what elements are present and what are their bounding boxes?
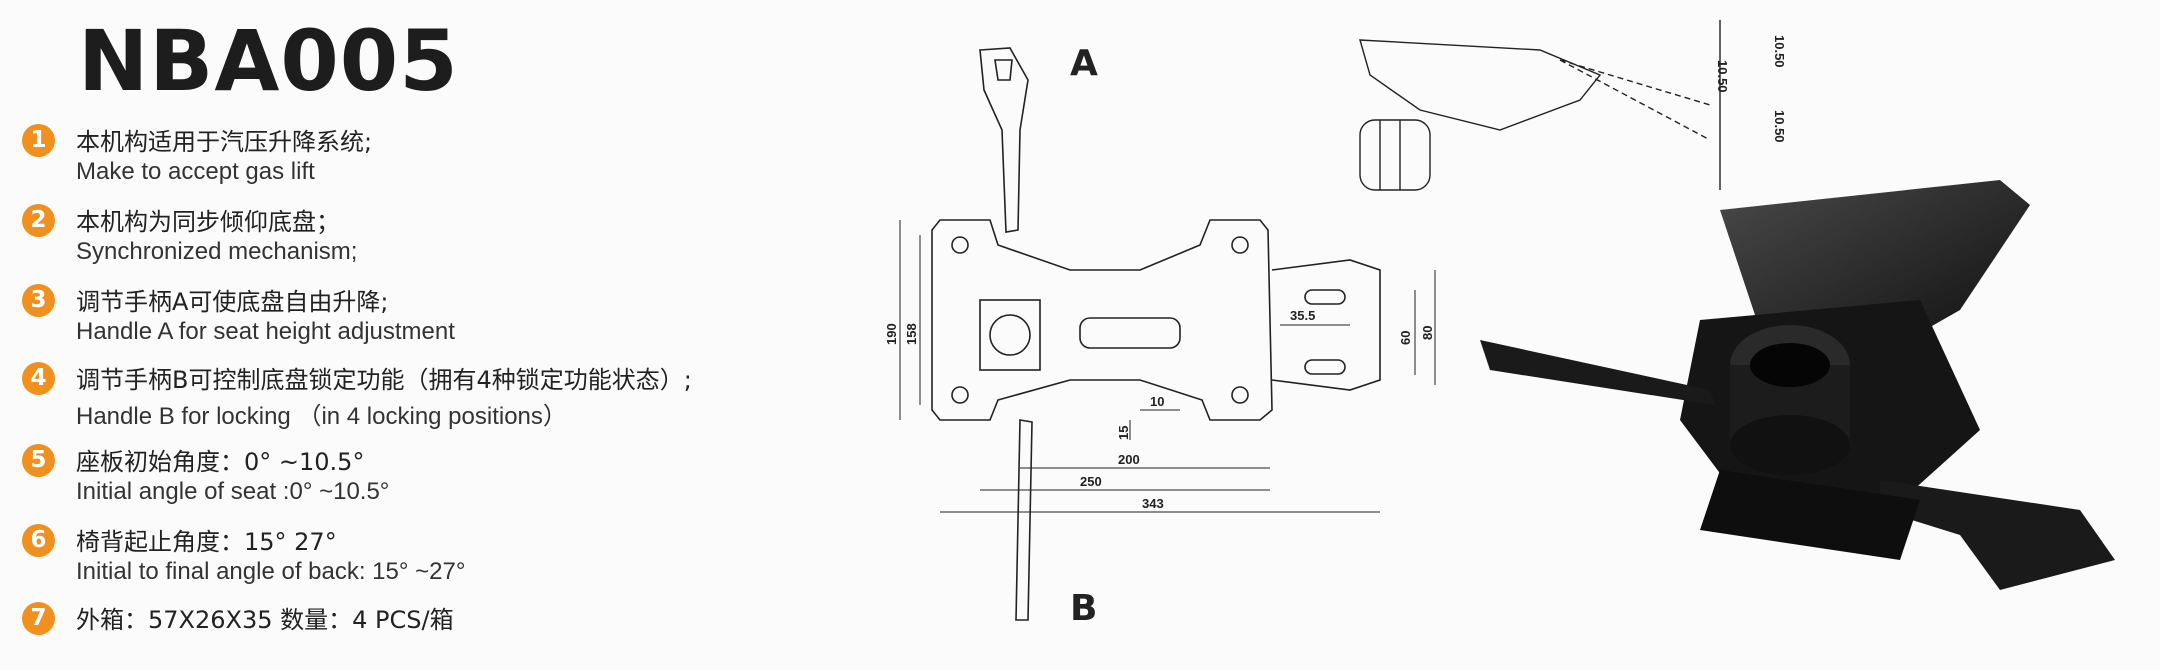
feature-text-en: Make to accept gas lift (76, 158, 315, 185)
side-view (1359, 20, 1721, 191)
feature-text-en: Initial angle of seat :0° ~10.5° (76, 478, 390, 505)
feature-number-badge: 4 (22, 362, 55, 395)
feature-text-zh: 外箱：57X26X35 数量：4 PCS/箱 (76, 606, 454, 634)
feature-text-zh: 本机构为同步倾仰底盘； (76, 208, 340, 236)
dim-200: 200 (1118, 452, 1140, 467)
feature-text-zh: 调节手柄B可控制底盘锁定功能（拥有4种锁定功能状态）; (76, 366, 692, 394)
feature-text-zh: 调节手柄A可使底盘自由升降; (76, 288, 389, 316)
dim-343: 343 (1142, 496, 1164, 511)
dim-60: 60 (1398, 331, 1413, 345)
feature-number-badge: 6 (22, 524, 55, 557)
dim-190: 190 (884, 323, 899, 345)
handle-a-label: A (1070, 43, 1098, 84)
feature-text-en: Initial to final angle of back: 15° ~27° (76, 558, 466, 585)
feature-number-badge: 1 (22, 124, 55, 157)
feature-number-badge: 2 (22, 204, 55, 237)
dim-10: 10 (1150, 394, 1164, 409)
dim-15: 15 (1116, 426, 1131, 440)
feature-text-zh: 椅背起止角度：15° 27° (76, 528, 337, 556)
handle-a-shape (979, 47, 1029, 233)
feature-text-en: Handle B for locking （in 4 locking posit… (76, 403, 567, 430)
angle-label-1: 10.50 (1715, 60, 1730, 93)
feature-text-zh: 座板初始角度：0° ~10.5° (76, 448, 365, 476)
feature-text-en: Synchronized mechanism; (76, 238, 358, 265)
dim-35-5: 35.5 (1290, 308, 1315, 323)
base-plate-outline (931, 219, 1273, 421)
dim-80: 80 (1420, 326, 1435, 340)
feature-text-en: Handle A for seat height adjustment (76, 318, 455, 345)
feature-text-zh: 本机构适用于汽压升降系统; (76, 128, 373, 156)
feature-number-badge: 7 (22, 602, 55, 635)
model-number: NBA005 (78, 12, 459, 110)
handle-b-label: B (1070, 588, 1097, 629)
dim-250: 250 (1080, 474, 1102, 489)
angle-label-2: 10.50 (1772, 35, 1787, 68)
technical-drawing: 190 158 35.5 60 80 15 10 200 250 343 A B… (884, 20, 1787, 629)
feature-number-badge: 5 (22, 444, 55, 477)
product-photo (1480, 180, 2115, 590)
handle-b-shape (1015, 419, 1033, 621)
angle-label-3: 10.50 (1772, 110, 1787, 143)
feature-number-badge: 3 (22, 284, 55, 317)
dim-158: 158 (904, 323, 919, 345)
